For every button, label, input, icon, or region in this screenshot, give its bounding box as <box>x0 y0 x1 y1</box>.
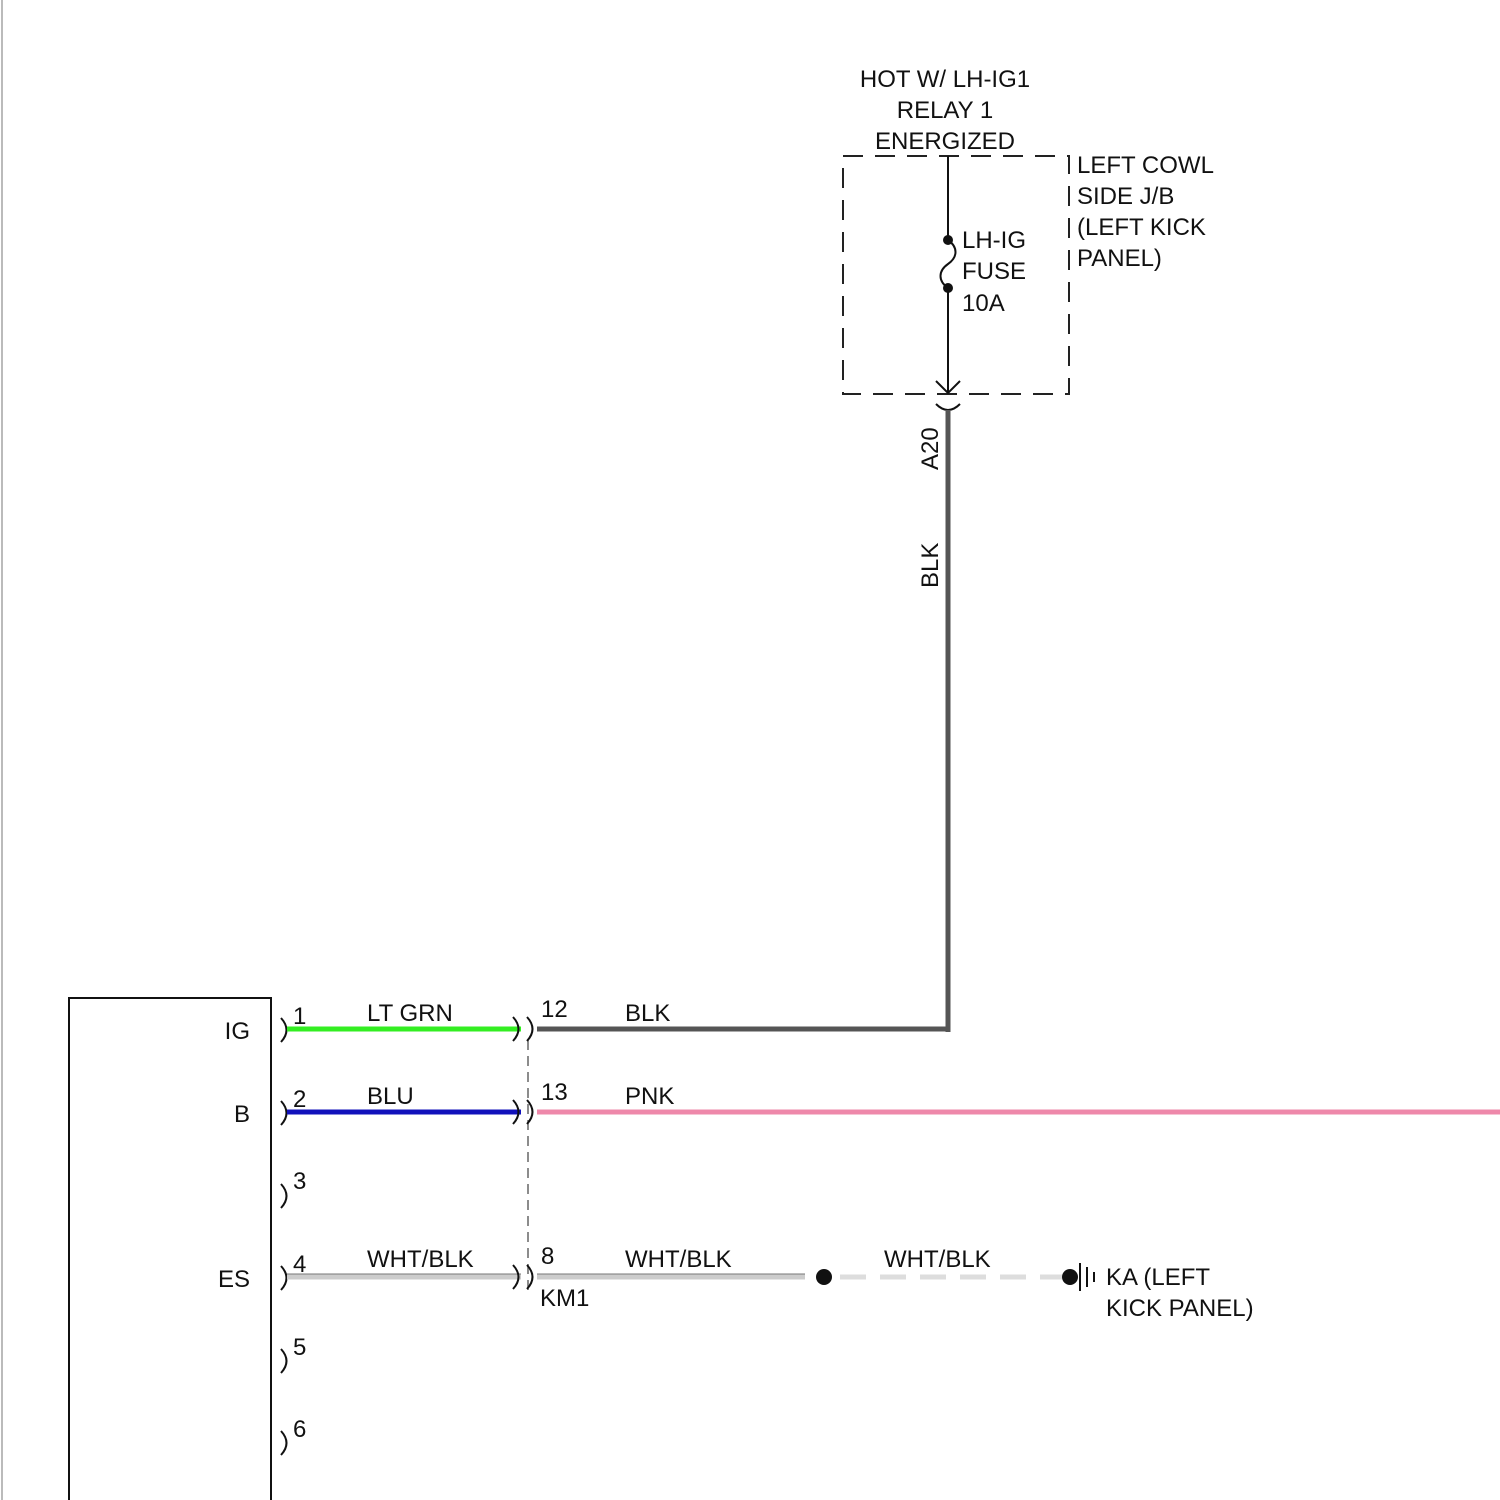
pin-2: 2 <box>281 1086 306 1125</box>
pin-connector-icon <box>281 1349 287 1373</box>
wire-label-ground-run: WHT/BLK <box>884 1246 991 1273</box>
km1-pin-12: 12 <box>513 996 568 1041</box>
pin-label-es: ES <box>218 1266 250 1293</box>
junction-box-label-4: PANEL) <box>1077 245 1162 272</box>
junction-box-label-1: LEFT COWL <box>1077 152 1214 179</box>
fuse-label-2: FUSE <box>962 258 1026 285</box>
splice-point <box>816 1269 832 1285</box>
wire-label-wht-blk-left: WHT/BLK <box>367 1246 474 1273</box>
vertical-wire-color-label: BLK <box>917 543 944 588</box>
km1-connector-name: KM1 <box>540 1285 589 1312</box>
junction-box-label-3: (LEFT KICK <box>1077 214 1206 241</box>
pin-4: 4 <box>281 1251 306 1290</box>
pin-6: 6 <box>281 1416 306 1455</box>
pin-number: 1 <box>293 1003 306 1030</box>
km1-pin-number: 12 <box>541 996 568 1023</box>
wire-label-pnk: PNK <box>625 1083 674 1110</box>
pin-label-ig: IG <box>225 1018 250 1045</box>
pin-connector-icon <box>281 1266 287 1290</box>
pin-number: 6 <box>293 1416 306 1443</box>
fuse-icon <box>941 240 956 288</box>
wire-blk-right <box>537 1029 948 1030</box>
connector-a20-label: A20 <box>917 427 944 470</box>
ground-icon <box>1062 1263 1094 1291</box>
pin-number: 5 <box>293 1334 306 1361</box>
power-source-label-3: ENERGIZED <box>875 128 1015 155</box>
pin-5: 5 <box>281 1334 306 1373</box>
power-source-label-1: HOT W/ LH-IG1 <box>860 66 1030 93</box>
wire-label-blu: BLU <box>367 1083 414 1110</box>
power-source-label-2: RELAY 1 <box>897 97 994 124</box>
km1-pin-number: 13 <box>541 1079 568 1106</box>
km1-pin-number: 8 <box>541 1243 554 1270</box>
fuse-label-3: 10A <box>962 290 1005 317</box>
pin-connector-icon <box>281 1101 287 1125</box>
wire-label-lt-grn: LT GRN <box>367 1000 453 1027</box>
junction-box-outline <box>843 156 1069 394</box>
ground-label-2: KICK PANEL) <box>1106 1295 1254 1322</box>
pin-1: 1 <box>281 1003 306 1042</box>
pin-number: 2 <box>293 1086 306 1113</box>
km1-pin-8: 8 <box>513 1243 554 1289</box>
pin-connector-icon <box>281 1184 287 1208</box>
pin-connector-icon <box>281 1431 287 1455</box>
junction-box-label-2: SIDE J/B <box>1077 183 1174 210</box>
pin-connector-icon <box>281 1018 287 1042</box>
wire-label-blk-right: BLK <box>625 1000 670 1027</box>
pin-number: 3 <box>293 1168 306 1195</box>
pin-label-b: B <box>234 1101 250 1128</box>
ground-label-1: KA (LEFT <box>1106 1264 1210 1291</box>
km1-pin-13: 13 <box>513 1079 568 1124</box>
component-box <box>69 998 271 1500</box>
wire-label-wht-blk-right: WHT/BLK <box>625 1246 732 1273</box>
fuse-label-1: LH-IG <box>962 227 1026 254</box>
pin-3: 3 <box>281 1168 306 1208</box>
